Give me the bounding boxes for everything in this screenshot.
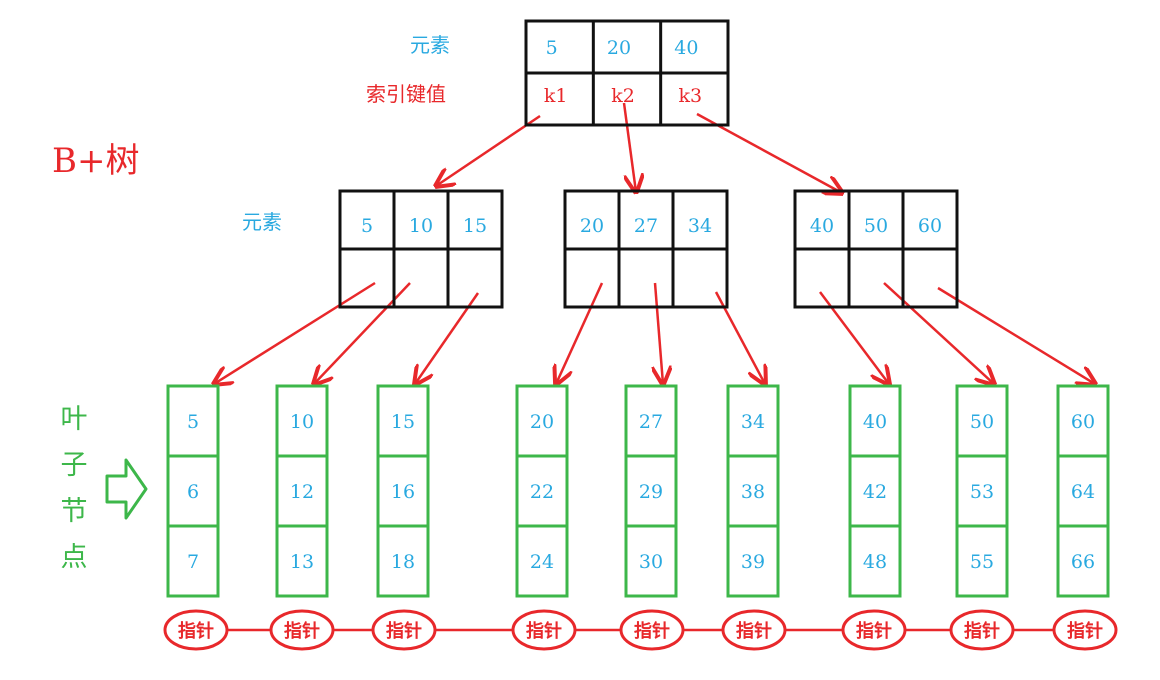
pointer-label: 指针 [386,620,422,642]
root-index-key: k2 [611,85,635,107]
leaf-element-value: 18 [391,551,415,573]
tree-arrow [556,282,604,384]
leaf-element-value: 60 [1071,411,1095,433]
leaf-node: 60 64 66 [1056,384,1110,598]
leaf-element-value: 39 [741,551,765,573]
leaf-label-char: 子 [61,450,88,481]
tree-arrow [937,286,1095,384]
leaf-element-value: 15 [391,411,415,433]
leaf-pointer: 指针 [1052,609,1118,651]
leaf-label-char: 点 [61,542,88,573]
leaf-pointer: 指针 [841,609,907,651]
pointer-label: 指针 [1067,620,1103,642]
root-element-label: 元素 [410,33,450,57]
leaf-pointer: 指针 [269,609,335,651]
pointer-label: 指针 [634,620,670,642]
pointer-label: 指针 [856,620,892,642]
leaf-node: 27 29 30 [624,384,678,598]
leaf-element-value: 29 [639,481,663,503]
leaf-element-value: 53 [970,481,994,503]
pointer-label: 指针 [284,620,320,642]
internal-node: 5 10 15 [338,189,504,309]
internal-element-value: 50 [864,215,888,237]
pointer-label: 指针 [178,620,214,642]
leaf-element-value: 66 [1071,551,1095,573]
root-element-value: 5 [546,37,558,59]
leaf-pointer: 指针 [371,609,437,651]
leaf-node: 10 12 13 [275,384,329,598]
leaf-pointer: 指针 [163,609,229,651]
root-index-key: k1 [544,85,568,107]
tree-arrow [314,282,411,384]
tree-arrow [214,281,376,384]
leaf-element-value: 16 [391,481,415,503]
leaf-node: 40 42 48 [848,384,902,598]
leaf-element-value: 48 [863,551,887,573]
leaf-pointer: 指针 [511,609,577,651]
root-key-label: 索引键值 [366,82,446,106]
leaf-element-value: 22 [530,481,554,503]
root-node: 5 20 40 k1 k2 k3 [524,19,730,127]
leaf-element-value: 40 [863,411,887,433]
leaf-arrow-icon [105,458,148,520]
internal-element-value: 10 [409,215,433,237]
leaf-element-value: 12 [290,481,314,503]
tree-arrow [883,282,994,384]
leaf-element-value: 10 [290,411,314,433]
internal-element-value: 27 [634,215,658,237]
pointer-label: 指针 [964,620,1000,642]
leaf-pointer: 指针 [721,609,787,651]
leaf-element-value: 50 [970,411,994,433]
root-element-value: 20 [607,37,631,59]
leaf-element-value: 30 [639,551,663,573]
tree-arrow [655,282,663,384]
internal-element-value: 20 [580,215,604,237]
leaf-node: 34 38 39 [726,384,780,598]
internal-element-value: 5 [361,215,373,237]
tree-arrow [622,102,636,192]
leaf-node: 50 53 55 [955,384,1009,598]
leaf-element-value: 34 [741,411,765,433]
leaf-label-char: 节 [61,496,88,527]
pointer-layer: 指针 指针 指针 指针 指针 指针 指针 指针 指针 [163,609,1118,651]
diagram-title: B+树 [52,141,139,181]
leaf-element-value: 13 [290,551,314,573]
leaf-element-value: 38 [741,481,765,503]
internal-element-value: 34 [688,215,712,237]
leaf-label-char: 叶 [61,404,88,435]
leaf-element-value: 27 [639,411,663,433]
internal-element-label: 元素 [242,210,282,234]
root-element-value: 40 [674,37,698,59]
leaf-element-value: 64 [1071,481,1095,503]
root-index-key: k3 [679,85,703,107]
pointer-label: 指针 [736,620,772,642]
leaf-node: 15 16 18 [376,384,430,598]
leaf-element-value: 5 [187,411,199,433]
leaf-pointer: 指针 [619,609,685,651]
leaf-element-value: 7 [187,551,199,573]
leaf-node: 5 6 7 [166,384,220,598]
leaf-element-value: 20 [530,411,554,433]
internal-element-value: 40 [810,215,834,237]
leaf-node: 20 22 24 [515,384,569,598]
pointer-label: 指针 [526,620,562,642]
leaf-element-value: 55 [970,551,994,573]
leaf-element-value: 42 [863,481,887,503]
leaf-pointer: 指针 [949,609,1015,651]
tree-arrow [436,114,541,186]
internal-node: 40 50 60 [793,189,959,309]
arrow-layer [214,102,1095,384]
leaf-element-value: 24 [530,551,554,573]
leaf-element-value: 6 [187,481,199,503]
internal-element-value: 15 [463,215,487,237]
leaf-node-label: 叶 子 节 点 [61,404,88,573]
internal-element-value: 60 [918,215,942,237]
internal-node: 20 27 34 [563,189,729,309]
tree-arrow [696,112,842,193]
